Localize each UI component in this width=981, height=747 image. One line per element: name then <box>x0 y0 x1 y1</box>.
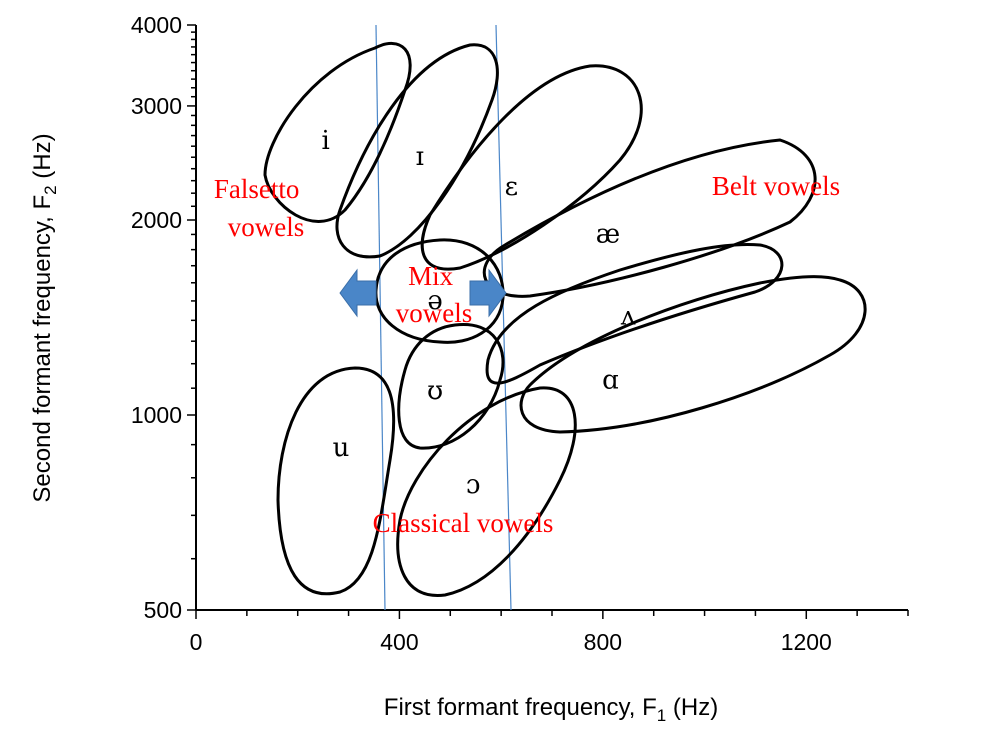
left-arrow-icon <box>339 268 377 318</box>
ellipse-schwa <box>374 238 505 344</box>
ellipse-open-o <box>396 386 577 597</box>
ellipse-ae <box>482 138 817 298</box>
x-axis-title: First formant frequency, F1 (Hz) <box>384 694 718 725</box>
vowel-symbol: æ <box>596 219 620 249</box>
x-tick-label: 0 <box>190 629 203 655</box>
y-axis-title-main: Second formant frequency, F <box>29 195 56 503</box>
vowel-regions <box>263 42 867 597</box>
mix-line-2: vowels <box>396 298 473 328</box>
x-ticks: 0 400 800 1200 <box>190 610 909 655</box>
y-tick-label: 1000 <box>131 402 182 428</box>
ellipse-epsilon <box>420 64 643 271</box>
ellipse-upsilon <box>397 322 505 450</box>
falsetto-line-1: Falsetto <box>214 174 300 204</box>
mix-region-label: Mix vowels <box>396 261 473 328</box>
vowel-symbol: ʊ <box>427 376 443 406</box>
vowel-symbol: ɔ <box>466 470 481 500</box>
y-ticks: 500 1000 2000 3000 4000 <box>131 12 196 623</box>
vowel-symbol: u <box>333 433 350 463</box>
y-tick-label: 500 <box>144 597 182 623</box>
y-tick-label: 4000 <box>131 12 182 38</box>
y-tick-label: 3000 <box>131 93 182 119</box>
vowel-symbols: i ɪ ɛ æ ə ʌ ʊ ɑ u ɔ <box>322 126 636 500</box>
vowel-symbol: ɪ <box>416 142 424 172</box>
ellipse-script-a <box>519 275 867 434</box>
y-axis-title-unit: (Hz) <box>29 133 56 185</box>
y-axis-title-sub: 2 <box>41 185 60 194</box>
vowel-symbol: ə <box>427 286 442 316</box>
x-tick-label: 800 <box>584 629 622 655</box>
y-tick-label: 2000 <box>131 207 182 233</box>
ellipse-I <box>335 43 499 259</box>
right-arrow-icon <box>469 268 507 318</box>
ellipse-u <box>276 366 396 596</box>
falsetto-line-2: vowels <box>228 212 305 242</box>
y-axis-title: Second formant frequency, F2 (Hz) <box>29 133 60 502</box>
belt-region-label: Belt vowels <box>712 171 840 201</box>
vowel-symbol: ɛ <box>505 172 518 202</box>
classical-region-label: Classical vowels <box>373 508 554 538</box>
classical-line-1: Classical vowels <box>373 508 554 538</box>
mix-line-1: Mix <box>408 261 454 291</box>
x-tick-label: 400 <box>380 629 418 655</box>
falsetto-region-label: Falsetto vowels <box>214 174 306 242</box>
vowel-symbol: ɑ <box>602 366 619 396</box>
x-axis-title-unit: (Hz) <box>666 694 718 721</box>
x-axis-title-sub: 1 <box>657 706 666 725</box>
vowel-symbol: ʌ <box>620 301 636 331</box>
falsetto-mix-separator <box>375 24 386 611</box>
belt-line-1: Belt vowels <box>712 171 840 201</box>
x-axis-title-main: First formant frequency, F <box>384 694 657 721</box>
vowel-symbol: i <box>322 126 330 156</box>
x-tick-label: 1200 <box>781 629 832 655</box>
mix-arrow <box>339 268 507 318</box>
